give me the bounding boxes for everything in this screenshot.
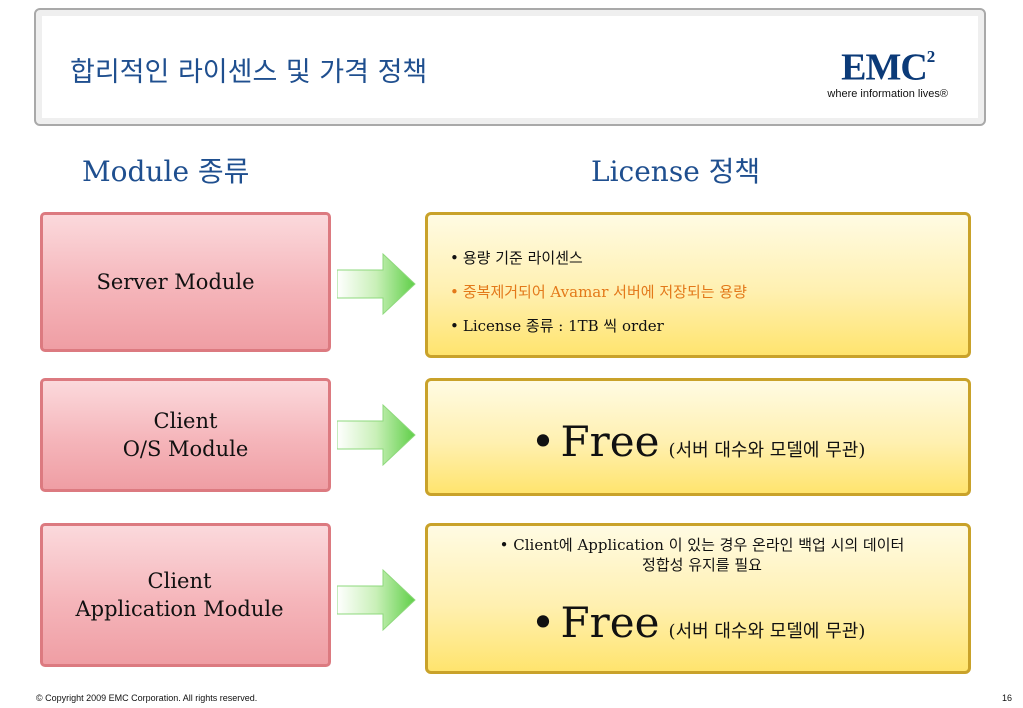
free-label: Free <box>560 417 660 466</box>
client-os-module-box: Client O/S Module <box>40 378 331 492</box>
list-item: •License 종류 : 1TB 씩 order <box>450 317 747 335</box>
list-item: •용량 기준 라이센스 <box>450 249 747 267</box>
arrow-right-icon <box>337 568 416 632</box>
server-module-label: Server Module <box>96 270 255 294</box>
client-application-license-box: • Client에 Application 이 있는 경우 온라인 백업 시의 … <box>425 523 971 674</box>
list-item-text: 중복제거되어 Avamar 서버에 저장되는 용량 <box>462 283 747 301</box>
emc-logo: EMC2 where information lives® <box>827 42 948 101</box>
free-statement: • Free (서버 대수와 모델에 무관) <box>428 598 968 647</box>
bullet-mark: • <box>450 249 459 267</box>
server-license-box: •용량 기준 라이센스 •중복제거되어 Avamar 서버에 저장되는 용량 •… <box>425 212 971 358</box>
page-number: 16 <box>1001 693 1012 703</box>
free-note: (서버 대수와 모델에 무관) <box>668 440 866 461</box>
emc-logo-tagline: where information lives® <box>827 87 948 100</box>
bullet-mark: • <box>450 283 459 301</box>
arrow-right-icon <box>337 252 416 316</box>
client-os-module-label-line1: Client <box>153 409 218 433</box>
bullet-mark: • <box>530 417 556 466</box>
emc-logo-mark: EMC2 <box>827 42 948 87</box>
free-label: Free <box>560 598 660 647</box>
client-app-detail: • Client에 Application 이 있는 경우 온라인 백업 시의 … <box>444 535 960 575</box>
client-app-detail-line2: 정합성 유지를 필요 <box>642 556 762 574</box>
client-app-module-label-line2: Application Module <box>75 597 284 621</box>
free-note: (서버 대수와 모델에 무관) <box>668 621 866 642</box>
arrow-right-icon <box>337 403 416 467</box>
copyright-footer: © Copyright 2009 EMC Corporation. All ri… <box>36 693 258 703</box>
slide-title: 합리적인 라이센스 및 가격 정책 <box>70 57 428 88</box>
client-application-module-box: Client Application Module <box>40 523 331 667</box>
bullet-mark: • <box>450 317 459 335</box>
list-item-highlighted: •중복제거되어 Avamar 서버에 저장되는 용량 <box>450 283 747 301</box>
emc-logo-text: EMC <box>841 46 928 89</box>
column-heading-module-types: Module 종류 <box>82 155 250 188</box>
server-module-box: Server Module <box>40 212 331 352</box>
client-os-module-label-line2: O/S Module <box>122 437 249 461</box>
list-item-text: License 종류 : 1TB 씩 order <box>462 317 664 335</box>
title-banner: 합리적인 라이센스 및 가격 정책 EMC2 where information… <box>34 8 986 126</box>
client-app-detail-line1: • Client에 Application 이 있는 경우 온라인 백업 시의 … <box>499 536 905 554</box>
client-os-license-box: • Free (서버 대수와 모델에 무관) <box>425 378 971 496</box>
column-heading-license-policy: License 정책 <box>591 155 761 188</box>
free-statement: • Free (서버 대수와 모델에 무관) <box>428 417 968 466</box>
emc-logo-superscript: 2 <box>926 47 935 66</box>
list-item-text: 용량 기준 라이센스 <box>462 249 583 267</box>
client-app-module-label-line1: Client <box>147 569 212 593</box>
server-license-list: •용량 기준 라이센스 •중복제거되어 Avamar 서버에 저장되는 용량 •… <box>450 249 747 351</box>
bullet-mark: • <box>530 598 556 647</box>
